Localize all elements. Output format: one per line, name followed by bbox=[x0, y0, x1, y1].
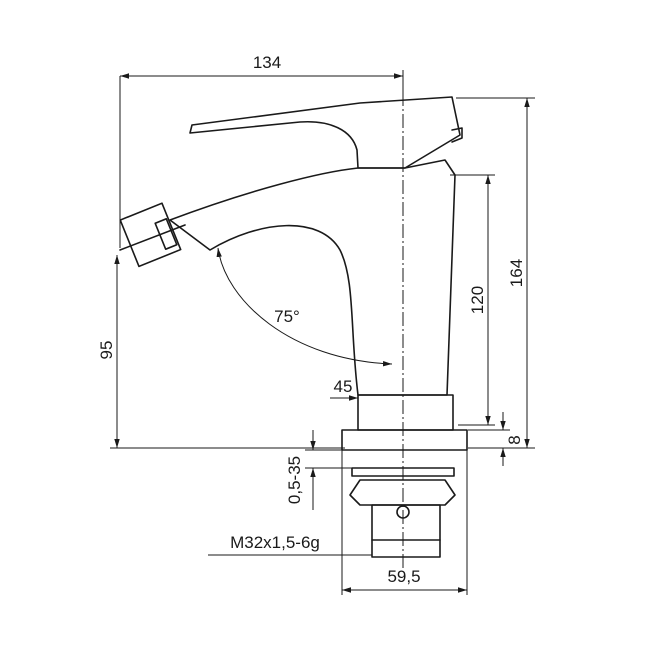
mounting-stud bbox=[371, 504, 441, 558]
faucet-outline bbox=[119, 96, 468, 558]
aerator-nozzle bbox=[119, 202, 182, 268]
dim-angle: 75° bbox=[216, 247, 393, 367]
base-flange bbox=[341, 429, 468, 451]
dim-neck-width: 45 bbox=[330, 377, 358, 401]
dim-base-width: 59,5 bbox=[341, 450, 468, 595]
dim-base-height: 8 bbox=[468, 412, 524, 466]
mounting-nut bbox=[349, 479, 456, 506]
dim-overall-width: 134 bbox=[119, 53, 404, 248]
dim-label-8: 8 bbox=[505, 435, 524, 444]
dim-spout-height: 95 bbox=[97, 255, 345, 449]
dim-label-45: 45 bbox=[334, 377, 353, 396]
dim-label-120: 120 bbox=[468, 286, 487, 314]
aerator-axis bbox=[119, 224, 186, 251]
dim-label-59-5: 59,5 bbox=[387, 567, 420, 586]
dim-mounting-range: 0,5-35 bbox=[285, 430, 352, 510]
lever-pivot bbox=[451, 127, 463, 143]
dim-label-134: 134 bbox=[253, 53, 281, 72]
base-collar bbox=[357, 394, 454, 431]
dim-body-height: 120 bbox=[450, 174, 495, 426]
dim-label-75: 75° bbox=[274, 307, 300, 326]
dim-thread: M32x1,5-6g bbox=[208, 533, 372, 556]
dim-label-thread: M32x1,5-6g bbox=[230, 533, 320, 552]
dim-overall-height: 164 bbox=[456, 97, 535, 449]
mounting-washer bbox=[351, 467, 455, 477]
dim-label-mounting: 0,5-35 bbox=[285, 456, 304, 504]
dim-label-164: 164 bbox=[507, 259, 526, 287]
faucet-body bbox=[169, 159, 456, 396]
dim-label-95: 95 bbox=[97, 341, 116, 360]
aerator-ring bbox=[154, 217, 178, 251]
lever-handle bbox=[189, 96, 461, 169]
screw-head bbox=[396, 505, 410, 519]
